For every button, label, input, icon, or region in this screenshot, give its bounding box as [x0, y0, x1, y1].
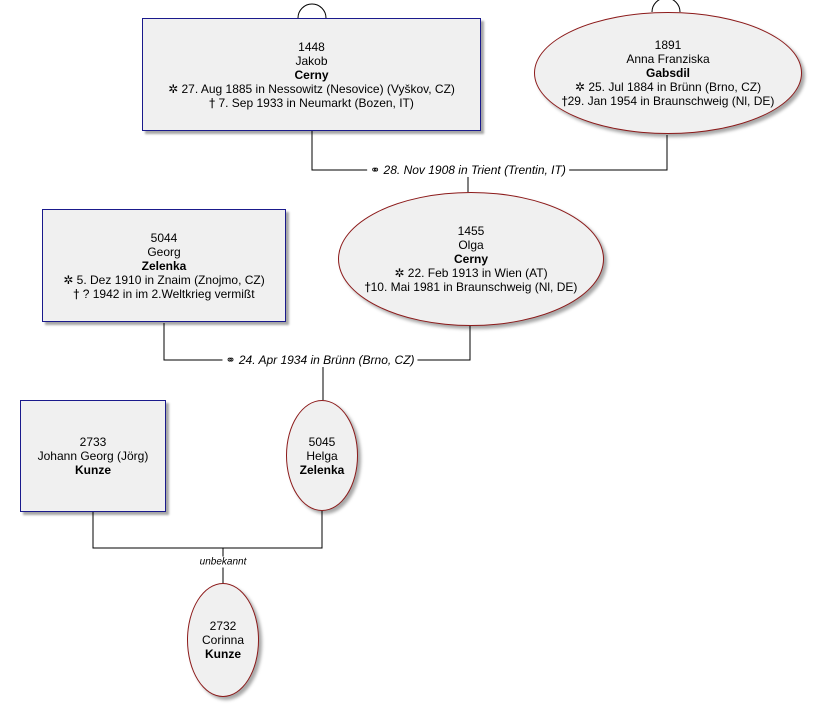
person-death: † 7. Sep 1933 in Neumarkt (Bozen, IT) [209, 96, 414, 110]
marriage-text: 28. Nov 1908 in Trient (Trentin, IT) [383, 163, 566, 177]
birth-icon: ✲ [394, 266, 405, 280]
person-surname: Kunze [205, 647, 241, 661]
marriage-label-3: unbekannt [197, 556, 249, 568]
person-surname: Zelenka [141, 258, 187, 273]
birth-icon: ✲ [574, 80, 585, 94]
marriage-icon: ⚭ [225, 353, 236, 367]
person-surname: Gabsdil [645, 66, 690, 80]
death-text: 29. Jan 1954 in Braunschweig (Nl, DE) [567, 94, 775, 108]
person-given-name: Olga [458, 238, 484, 252]
marriage-label-2: ⚭ 24. Apr 1934 in Brünn (Brno, CZ) [222, 353, 418, 367]
person-ellipse-corinna[interactable]: 2732 Corinna Kunze [187, 583, 259, 697]
marriage-label-1: ⚭ 28. Nov 1908 in Trient (Trentin, IT) [367, 163, 569, 177]
person-id: 1455 [457, 224, 485, 238]
marriage-line [92, 511, 323, 549]
marriage-icon: ⚭ [370, 163, 381, 177]
birth-text: 25. Jul 1884 in Brünn (Brno, CZ) [588, 80, 762, 94]
death-text: 7. Sep 1933 in Neumarkt (Bozen, IT) [218, 95, 414, 110]
person-given-name: Johann Georg (Jörg) [37, 449, 149, 463]
death-text: ? 1942 in im 2.Weltkrieg vermißt [82, 286, 255, 301]
person-id: 2732 [209, 619, 237, 633]
person-ellipse-helga[interactable]: 5045 Helga Zelenka [286, 400, 358, 511]
person-given-name: Anna Franziska [626, 52, 710, 66]
person-birth: ✲ 22. Feb 1913 in Wien (AT) [394, 266, 547, 280]
marriage-text: 24. Apr 1934 in Brünn (Brno, CZ) [238, 353, 415, 367]
person-box-johann[interactable]: 2733 Johann Georg (Jörg) Kunze [20, 400, 166, 512]
person-given-name: Georg [147, 244, 181, 259]
person-box-jakob[interactable]: 1448 Jakob Cerny ✲ 27. Aug 1885 in Nesso… [142, 18, 481, 131]
birth-text: 22. Feb 1913 in Wien (AT) [407, 266, 548, 280]
person-birth: ✲ 27. Aug 1885 in Nessowitz (Nesovice) (… [168, 82, 455, 96]
person-surname: Zelenka [299, 462, 345, 477]
birth-icon: ✲ [63, 272, 74, 287]
person-id: 2733 [79, 435, 107, 449]
person-birth: ✲ 5. Dez 1910 in Znaim (Znojmo, CZ) [63, 273, 264, 287]
person-ellipse-anna[interactable]: 1891 Anna Franziska Gabsdil ✲ 25. Jul 18… [534, 12, 802, 134]
death-text: 10. Mai 1981 in Braunschweig (Nl, DE) [370, 280, 578, 294]
birth-icon: ✲ [168, 81, 179, 96]
person-id: 1448 [298, 39, 325, 54]
death-icon: † [561, 94, 568, 108]
person-id: 1891 [654, 38, 682, 52]
loop-marker [651, 0, 681, 13]
death-icon: † [364, 280, 371, 294]
person-surname: Cerny [453, 252, 488, 266]
loop-marker [297, 3, 327, 19]
person-given-name: Jakob [295, 53, 328, 68]
person-death: † ? 1942 in im 2.Weltkrieg vermißt [73, 287, 254, 301]
person-id: 5044 [150, 230, 178, 245]
death-icon: † [209, 95, 216, 110]
person-death: †29. Jan 1954 in Braunschweig (Nl, DE) [562, 94, 775, 108]
person-surname: Kunze [75, 463, 111, 477]
person-box-georg[interactable]: 5044 Georg Zelenka ✲ 5. Dez 1910 in Znai… [42, 209, 286, 322]
person-given-name: Helga [306, 448, 338, 463]
person-surname: Cerny [294, 67, 329, 82]
birth-text: 27. Aug 1885 in Nessowitz (Nesovice) (Vy… [181, 81, 455, 96]
marriage-text: unbekannt [199, 556, 247, 568]
person-death: †10. Mai 1981 in Braunschweig (Nl, DE) [365, 280, 578, 294]
person-ellipse-olga[interactable]: 1455 Olga Cerny ✲ 22. Feb 1913 in Wien (… [338, 192, 604, 326]
person-given-name: Corinna [201, 633, 245, 647]
birth-text: 5. Dez 1910 in Znaim (Znojmo, CZ) [76, 272, 265, 287]
person-id: 5045 [308, 434, 336, 449]
person-birth: ✲ 25. Jul 1884 in Brünn (Brno, CZ) [575, 80, 761, 94]
death-icon: † [73, 286, 80, 301]
